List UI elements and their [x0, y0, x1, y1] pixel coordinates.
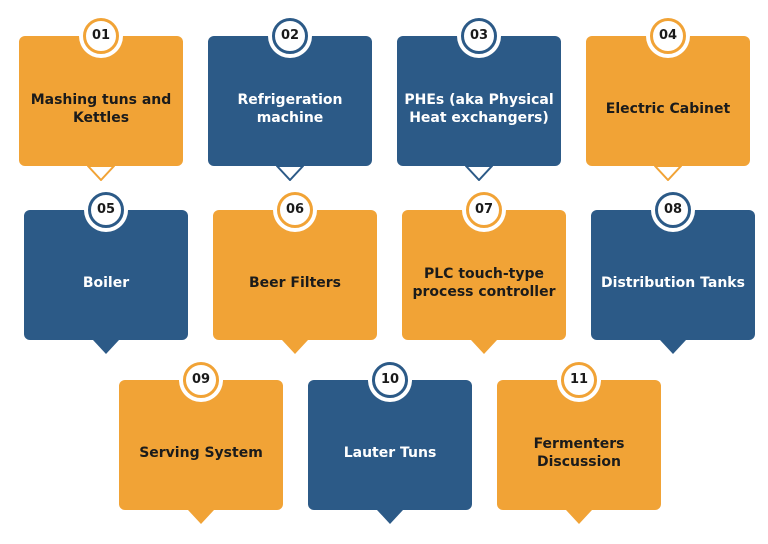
pointer-arrow-icon	[660, 340, 686, 354]
card-03: 03 PHEs (aka Physical Heat exchangers)	[397, 14, 561, 181]
card-number: 11	[569, 372, 589, 387]
card-number: 05	[96, 202, 116, 217]
pointer-arrow-icon	[87, 165, 115, 181]
pointer-arrow-icon	[188, 510, 214, 524]
card-number: 03	[469, 28, 489, 43]
card-01: 01 Mashing tuns and Kettles	[19, 14, 183, 181]
number-badge: 04	[646, 14, 690, 58]
number-badge: 02	[268, 14, 312, 58]
card-number: 09	[191, 372, 211, 387]
number-badge: 09	[179, 358, 223, 402]
card-label: Distribution Tanks	[601, 275, 745, 291]
card-label: Boiler	[82, 275, 130, 291]
card-number: 04	[658, 28, 678, 43]
card-label: Refrigeration machine	[237, 92, 343, 126]
card-label: Mashing tuns and Kettles	[30, 92, 172, 126]
card-label: PLC touch-type process controller	[412, 266, 556, 300]
card-02: 02 Refrigeration machine	[208, 14, 372, 181]
card-label: Lauter Tuns	[343, 445, 437, 461]
number-badge: 01	[79, 14, 123, 58]
pointer-arrow-icon	[276, 165, 304, 181]
card-11: 11 Fermenters Discussion	[497, 358, 661, 524]
card-number: 01	[91, 28, 111, 43]
card-label: Electric Cabinet	[605, 101, 731, 117]
pointer-arrow-icon	[465, 165, 493, 181]
card-label: Fermenters Discussion	[533, 436, 625, 470]
pointer-arrow-icon	[377, 510, 403, 524]
pointer-arrow-icon	[471, 340, 497, 354]
number-badge: 11	[557, 358, 601, 402]
card-08: 08 Distribution Tanks	[591, 188, 755, 354]
card-label: Beer Filters	[248, 275, 342, 291]
number-badge: 05	[84, 188, 128, 232]
card-label: Serving System	[139, 445, 263, 461]
card-10: 10 Lauter Tuns	[308, 358, 472, 524]
number-badge: 07	[462, 188, 506, 232]
card-04: 04 Electric Cabinet	[586, 14, 750, 181]
card-07: 07 PLC touch-type process controller	[402, 188, 566, 354]
card-09: 09 Serving System	[119, 358, 283, 524]
card-number: 07	[474, 202, 494, 217]
number-badge: 03	[457, 14, 501, 58]
pointer-arrow-icon	[566, 510, 592, 524]
card-number: 02	[280, 28, 300, 43]
number-badge: 08	[651, 188, 695, 232]
number-badge: 06	[273, 188, 317, 232]
pointer-arrow-icon	[93, 340, 119, 354]
pointer-arrow-icon	[282, 340, 308, 354]
number-badge: 10	[368, 358, 412, 402]
pointer-arrow-icon	[654, 165, 682, 181]
card-06: 06 Beer Filters	[213, 188, 377, 354]
card-label: PHEs (aka Physical Heat exchangers)	[404, 92, 554, 126]
card-number: 10	[380, 372, 400, 387]
card-number: 06	[285, 202, 305, 217]
card-05: 05 Boiler	[24, 188, 188, 354]
card-number: 08	[663, 202, 683, 217]
